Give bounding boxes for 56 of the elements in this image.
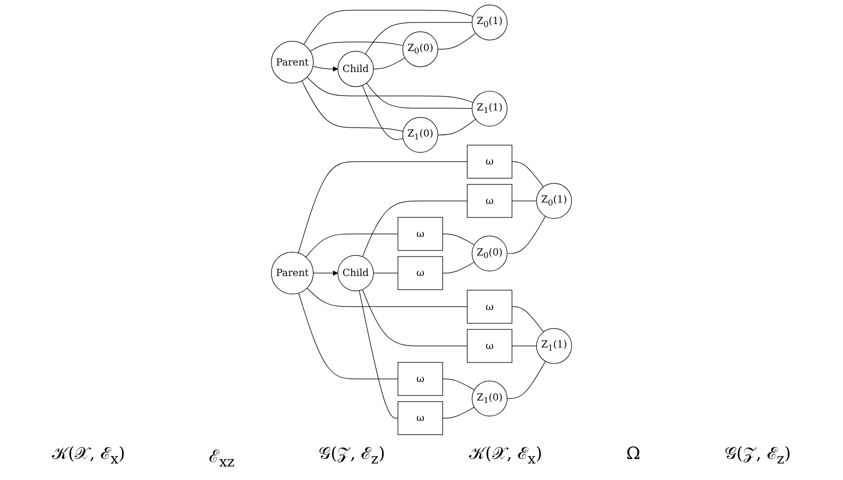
node-circle	[472, 90, 508, 127]
connector	[364, 22, 472, 54]
node-box	[466, 144, 512, 179]
connector	[373, 272, 398, 274]
connector	[298, 161, 468, 254]
connector	[506, 216, 546, 254]
connector	[303, 10, 474, 45]
node-box	[466, 290, 512, 324]
connector	[306, 76, 474, 103]
connector	[366, 82, 472, 109]
panel-label: 𝒦(𝒳, ℰ$_{x}$)	[469, 444, 542, 469]
connector	[362, 85, 404, 140]
arrow	[312, 66, 338, 72]
arrow	[313, 270, 338, 276]
panel-label: Ω	[626, 444, 640, 466]
node-circle	[271, 40, 314, 84]
connector	[506, 360, 546, 399]
node-box	[398, 362, 444, 396]
connector	[438, 118, 476, 136]
node-box	[398, 256, 444, 290]
node-circle	[472, 236, 508, 272]
connector	[362, 200, 468, 257]
node-circle	[402, 31, 438, 68]
connector	[442, 234, 475, 246]
panel-label: ℰ$_{xz}$	[209, 446, 235, 470]
connector	[373, 58, 406, 70]
connector	[442, 378, 475, 390]
panel-label: 𝒢(𝒵, ℰ$_{z}$)	[724, 444, 791, 469]
node-circle	[338, 50, 374, 88]
node-circle	[338, 255, 374, 292]
connector	[442, 262, 475, 274]
panel-label: 𝒦(𝒳, ℰ$_{x}$)	[52, 444, 126, 469]
node-box	[466, 184, 512, 218]
connector	[442, 406, 475, 418]
node-circle	[536, 328, 572, 364]
node-circle	[271, 252, 314, 294]
connector	[298, 292, 398, 380]
node-box	[466, 329, 512, 363]
connector	[306, 288, 468, 308]
node-circle	[472, 380, 508, 416]
node-box	[398, 401, 444, 436]
node-box	[398, 217, 444, 251]
connector	[512, 161, 544, 188]
node-circle	[472, 4, 508, 40]
connector	[302, 80, 404, 132]
connector	[512, 306, 544, 332]
connector	[358, 290, 398, 418]
connector	[438, 32, 476, 50]
node-circle	[536, 183, 572, 219]
connector	[512, 200, 537, 202]
panel-label: 𝒢(𝒵, ℰ$_{z}$)	[318, 444, 386, 469]
connector	[310, 42, 404, 52]
connector	[306, 234, 398, 258]
node-circle	[402, 117, 438, 153]
graph-drawing: Parent Child Z$_{0}$(0) Z$_{0}$(1) Z$_{1}$(0) Z$_{1}$(1) Parent Child ω ω ω ω ω ω ω ω Z$_{0}$(0) Z$_{0}$(1) Z$_{1}$(0) Z$_{1}$(1)	[0, 0, 843, 440]
connector	[362, 289, 468, 346]
